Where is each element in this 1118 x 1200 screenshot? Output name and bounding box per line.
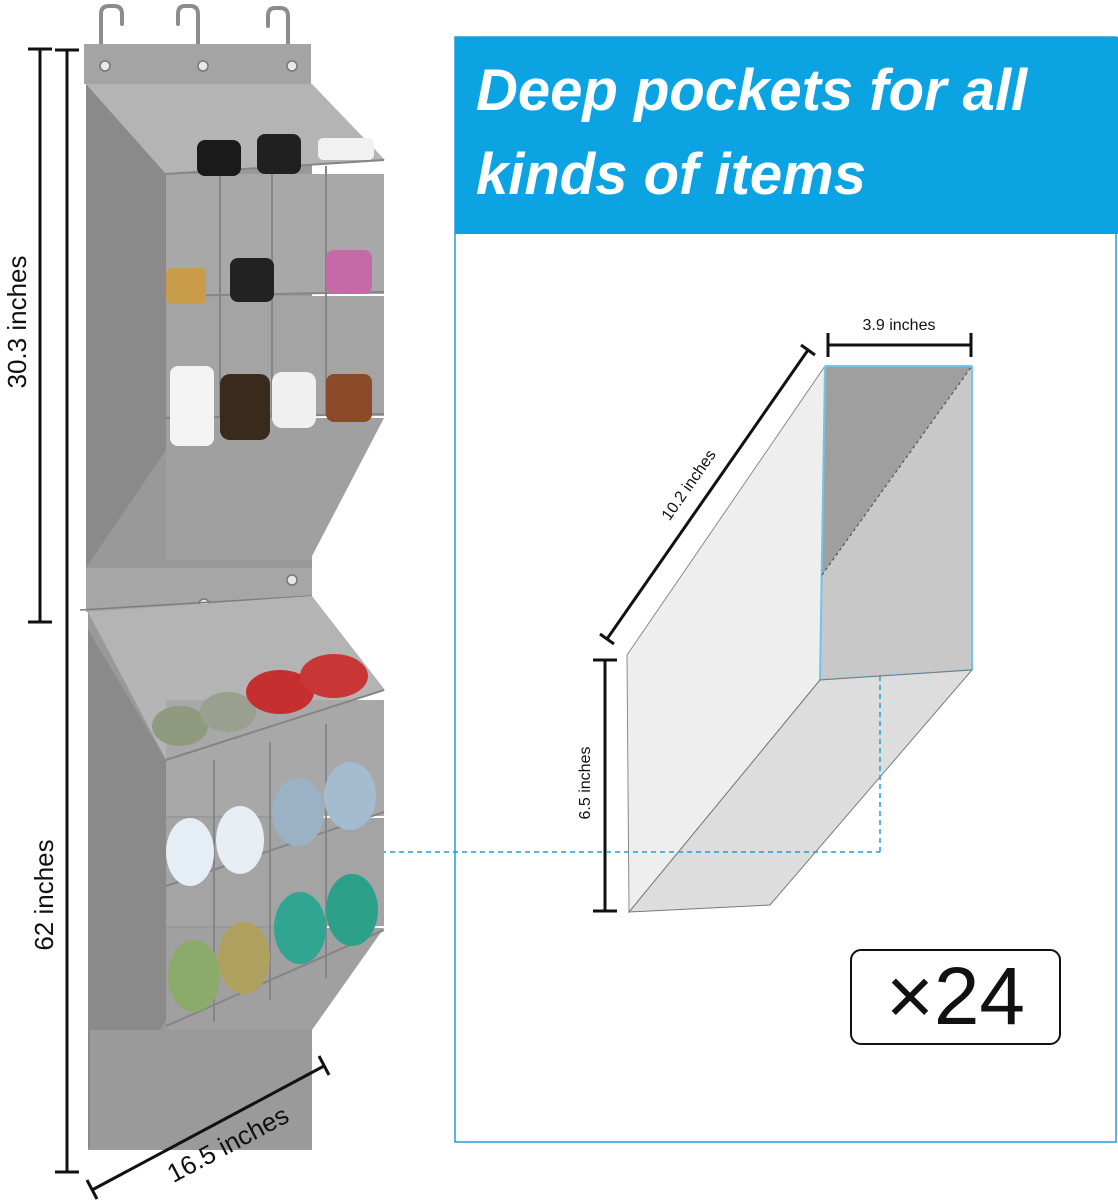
headline-line-2: kinds of items	[476, 142, 866, 207]
hanging-organizer	[79, 44, 385, 1150]
upper-height-label: 30.3 inches	[2, 256, 32, 389]
total-height-dimension-line	[55, 48, 79, 1174]
quantity-badge: ×24	[850, 949, 1061, 1045]
pocket-height-label: 6.5 inches	[577, 747, 594, 820]
total-height-label: 62 inches	[29, 839, 59, 950]
upper-height-dimension-line	[28, 47, 52, 624]
pocket-width-dimension-line	[826, 333, 973, 357]
width-dimension-line	[85, 1055, 331, 1200]
door-hooks	[99, 4, 290, 64]
pocket-depth-dimension-line	[599, 343, 816, 646]
headline-line-1: Deep pockets for all	[476, 58, 1028, 123]
pocket-height-dimension-line	[593, 658, 617, 913]
upper-panel	[86, 84, 385, 568]
lower-panel	[88, 596, 385, 1150]
upper-pocket-items	[166, 134, 374, 446]
pocket-width-label: 3.9 inches	[863, 317, 936, 334]
headline-banner: Deep pockets for all kinds of items	[455, 37, 1118, 234]
lower-pocket-shoes	[152, 654, 378, 1012]
